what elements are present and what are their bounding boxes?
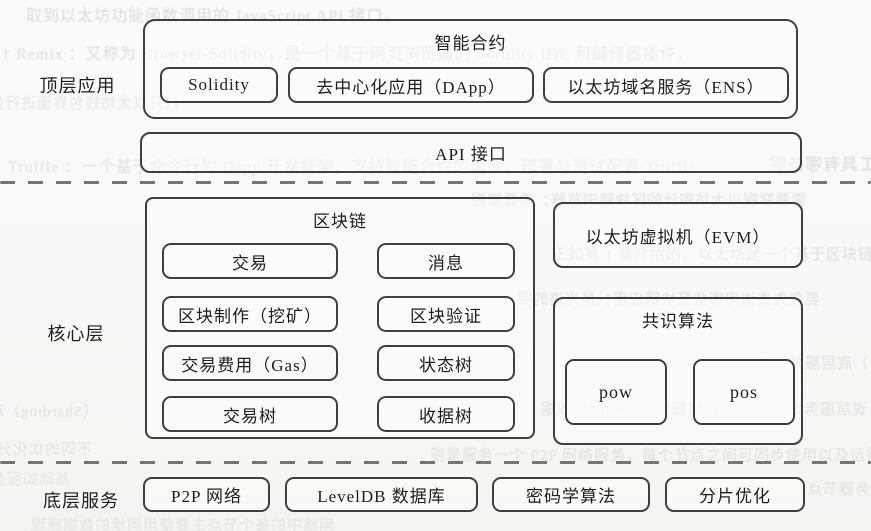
- message-box: 消息: [377, 243, 515, 279]
- bleedthrough-text: 网络中的每个节点主要使用同步的数据原理: [30, 518, 335, 531]
- consensus-title: 共识算法: [642, 312, 714, 331]
- pos-box: pos: [693, 359, 795, 425]
- leveldb-box: LevelDB 数据库: [285, 477, 478, 512]
- bleedthrough-text: （Sharding）难以: [0, 404, 99, 420]
- dashed-separator-bottom: [0, 461, 871, 464]
- bleedthrough-text: 则是服务一个 P2P 网络服务，每个节点之间可同步使用以及运行（Sharding…: [430, 448, 871, 464]
- p2p-network-box: P2P 网络: [143, 477, 270, 512]
- receipt-tree-box: 收据树: [377, 396, 515, 432]
- solidity-box: Solidity: [160, 67, 278, 103]
- pow-box: pow: [565, 359, 667, 425]
- bleedthrough-text: 不同的优化分片: [0, 442, 93, 458]
- evm-box: 以太坊虚拟机（EVM）: [553, 202, 803, 268]
- transaction-tree-box: 交易树: [162, 396, 338, 432]
- sharding-optimization-box: 分片优化: [665, 477, 805, 512]
- block-validation-box: 区块验证: [377, 296, 515, 332]
- transaction-box: 交易: [162, 243, 338, 279]
- block-mining-box: 区块制作（挖矿）: [162, 296, 338, 332]
- blockchain-title: 区块链: [313, 212, 367, 231]
- layer-label-bottom-services: 底层服务: [43, 491, 119, 511]
- state-tree-box: 状态树: [377, 345, 515, 381]
- ens-box: 以太坊域名服务（ENS）: [543, 67, 789, 103]
- cryptography-box: 密码学算法: [492, 477, 650, 512]
- dapp-box: 去中心化应用（DApp）: [288, 67, 534, 103]
- layer-label-core: 核心层: [47, 324, 105, 344]
- dashed-separator-top: [0, 181, 871, 184]
- gas-fee-box: 交易费用（Gas）: [162, 345, 338, 381]
- api-interface-box: API 接口: [140, 132, 802, 173]
- smart-contract-title: 智能合约: [434, 34, 507, 53]
- layer-label-top-application: 顶层应用: [39, 76, 116, 96]
